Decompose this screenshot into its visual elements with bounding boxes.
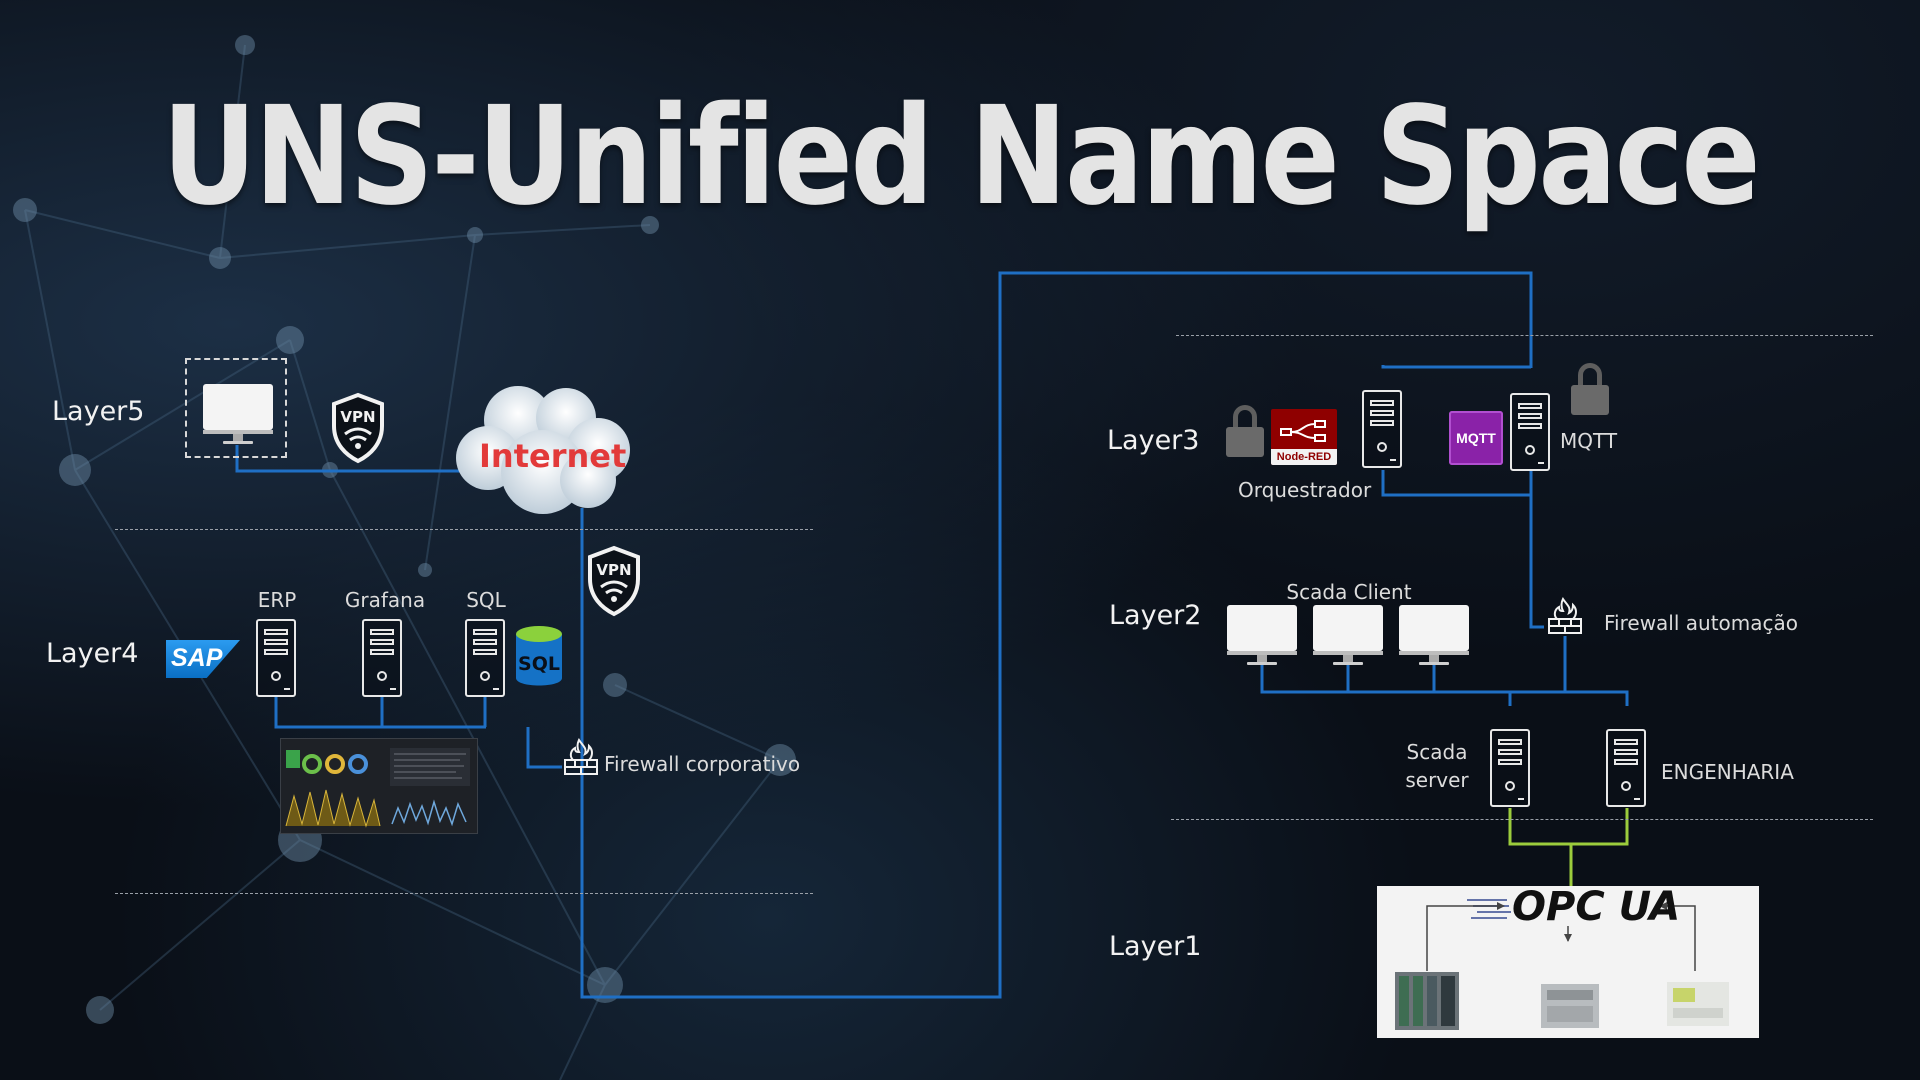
scada-client-monitor-icon bbox=[1399, 605, 1469, 667]
plc-rack-icon bbox=[1395, 972, 1459, 1030]
layer-separator bbox=[1176, 335, 1873, 336]
engineering-server-icon bbox=[1606, 729, 1646, 807]
svg-text:VPN: VPN bbox=[340, 408, 375, 426]
sql-label: SQL bbox=[466, 588, 506, 612]
mqtt-broker-server-icon bbox=[1510, 393, 1550, 471]
mqtt-label: MQTT bbox=[1560, 429, 1618, 453]
cloud-icon bbox=[456, 386, 630, 514]
grafana-dashboard-thumbnail bbox=[280, 738, 478, 834]
layer4-label: Layer4 bbox=[46, 638, 139, 669]
scada-client-monitor-icon bbox=[1313, 605, 1383, 667]
remote-monitor-icon bbox=[203, 384, 273, 446]
sql-database-icon: SQL bbox=[516, 626, 562, 686]
layer1-label: Layer1 bbox=[1109, 931, 1202, 962]
layer3-label: Layer3 bbox=[1107, 425, 1200, 456]
scada-server-icon bbox=[1490, 729, 1530, 807]
orchestrator-server-icon bbox=[1362, 390, 1402, 468]
layer5-label: Layer5 bbox=[52, 396, 145, 427]
layer-separator bbox=[115, 893, 813, 894]
opc-ua-panel: OPC UA bbox=[1377, 884, 1759, 1038]
lock-icon bbox=[1571, 363, 1609, 415]
io-module-icon bbox=[1541, 984, 1599, 1028]
layer-separator bbox=[1171, 819, 1873, 820]
lock-icon bbox=[1226, 405, 1264, 457]
engineering-label: ENGENHARIA bbox=[1661, 760, 1794, 784]
network-links bbox=[235, 271, 1629, 999]
node-red-logo: Node-RED bbox=[1271, 409, 1337, 465]
svg-text:VPN: VPN bbox=[596, 561, 631, 579]
scada-client-label: Scada Client bbox=[1286, 580, 1412, 604]
scada-server-label: Scada server bbox=[1405, 740, 1469, 792]
layer2-label: Layer2 bbox=[1109, 600, 1202, 631]
page-title: UNS-Unified Name Space bbox=[161, 78, 1761, 236]
controller-display-icon bbox=[1667, 982, 1729, 1026]
field-links bbox=[1508, 808, 1629, 886]
orchestrator-label: Orquestrador bbox=[1238, 478, 1372, 502]
mqtt-logo: MQTT bbox=[1449, 411, 1503, 465]
erp-server-icon bbox=[256, 619, 296, 697]
grafana-server-icon bbox=[362, 619, 402, 697]
scada-client-monitor-icon bbox=[1227, 605, 1297, 667]
vpn-shield-icon: VPN bbox=[332, 392, 384, 464]
sql-server-icon bbox=[465, 619, 505, 697]
firewall-icon bbox=[1548, 597, 1582, 634]
erp-label: ERP bbox=[257, 588, 297, 612]
layer-separator bbox=[115, 529, 813, 530]
firewall-corporativo-label: Firewall corporativo bbox=[604, 752, 801, 776]
internet-label: Internet bbox=[479, 437, 627, 475]
opc-ua-logo: OPC UA bbox=[1512, 884, 1681, 930]
firewall-automacao-label: Firewall automação bbox=[1604, 611, 1799, 635]
remote-client-selection bbox=[185, 358, 287, 458]
grafana-label: Grafana bbox=[344, 588, 426, 612]
svg-text:SQL: SQL bbox=[518, 653, 560, 675]
firewall-icon bbox=[564, 738, 598, 775]
vpn-shield-icon: VPN bbox=[588, 545, 640, 617]
